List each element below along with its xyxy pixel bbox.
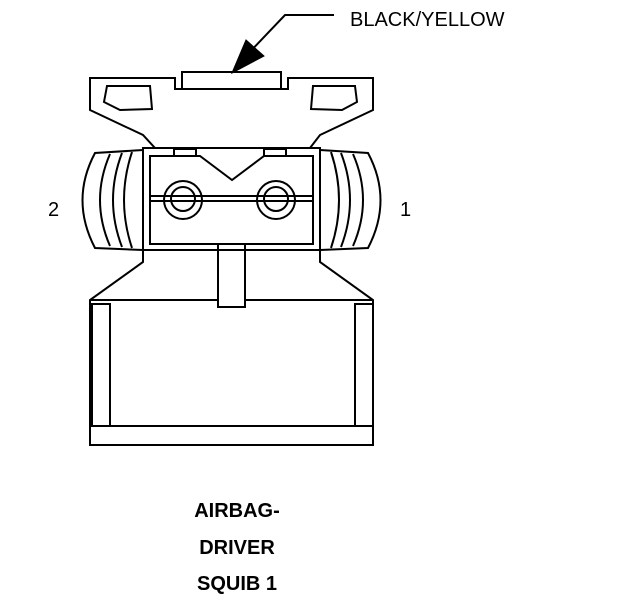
pin-cavity-1	[256, 180, 296, 220]
left-side-ribs	[81, 149, 144, 251]
connector-lower-housing	[89, 250, 374, 446]
wire-color-label: BLACK/YELLOW	[350, 9, 505, 31]
callout-leader	[230, 14, 334, 75]
title-line-3: SQUIB 1	[196, 573, 278, 595]
title-line-1: AIRBAG-	[194, 500, 280, 522]
right-side-ribs	[319, 149, 382, 251]
pin-1-label: 1	[400, 199, 412, 221]
title-line-2: DRIVER	[199, 537, 275, 559]
connector-top-latch	[89, 71, 374, 149]
pin-2-label: 2	[48, 199, 60, 221]
connector-middle-body	[142, 147, 321, 251]
center-locking-tab	[217, 243, 246, 308]
pin-cavity-2	[163, 180, 203, 220]
